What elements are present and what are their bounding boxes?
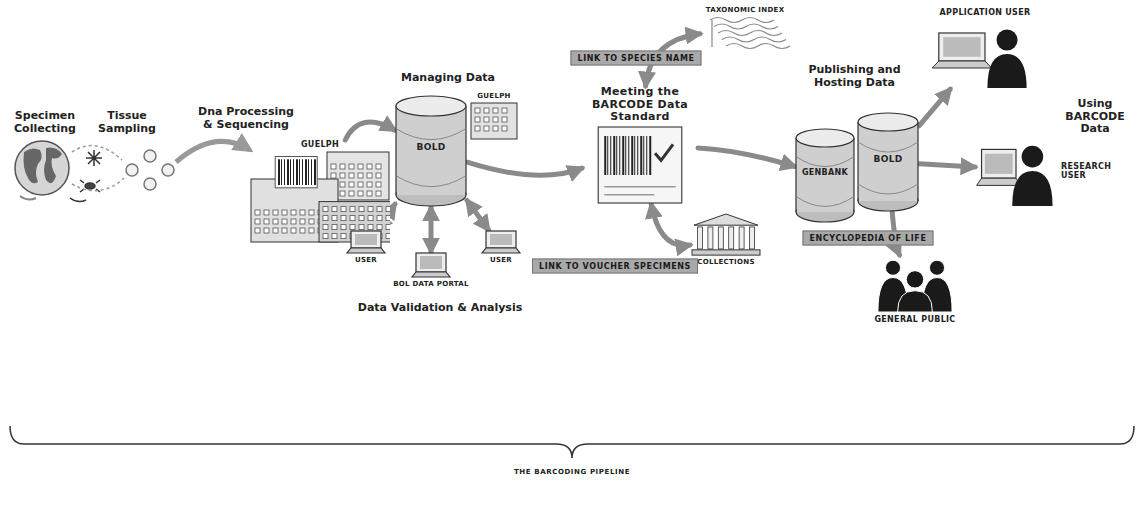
globe-icon [15,141,69,200]
node-label: BOLD [857,154,919,164]
database-cylinder: BOLD [857,112,919,212]
node-label: USER [343,256,389,264]
node-label: TAXONOMIC INDEX [700,6,790,14]
stage-heading: Publishing and Hosting Data [792,64,917,89]
lab-building: GUELPH [250,140,390,243]
flow-arrow [378,204,395,230]
flow-arrow [919,164,975,167]
node-label: GENBANK [795,168,855,177]
laptop-shape [478,230,524,254]
dashed-arrows [72,146,124,191]
flow-arrow [345,122,395,140]
collections-building: COLLECTIONS [690,212,762,266]
node-label: GUELPH [470,92,518,100]
stage-heading: Data Validation & Analysis [340,302,540,315]
link-banner: ENCYCLOPEDIA OF LIFE [803,231,934,246]
flow-arrow-static [176,141,250,162]
pipeline-bracket [10,426,1134,458]
standard-document: Meeting the BARCODE Data Standard [582,86,698,204]
museum-shape [690,212,762,256]
flow-arrow [467,200,489,230]
public-group: GENERAL PUBLIC [860,255,970,324]
tissue-samples [126,150,174,190]
database-cylinder: GENBANK [795,128,855,223]
node-label: Meeting the BARCODE Data Standard [582,86,698,124]
doc-shape [582,126,698,204]
link-banner: LINK TO VOUCHER SPECIMENS [532,259,698,274]
specimen-icons [70,150,102,202]
flow-arrow [429,207,434,252]
stage-heading: Using BARCODE Data [1052,98,1138,136]
user-laptop: USER [478,230,524,264]
node-label: APPLICATION USER [930,8,1040,17]
personLaptop-shape [930,19,1040,89]
flow-arrow [919,89,950,126]
laptop-shape [385,252,477,278]
building-shape [470,102,518,140]
node-label: RESEARCH USER [1061,162,1115,180]
flow-arrow [698,148,795,167]
flow-arrow [651,204,690,246]
research-user: RESEARCH USER [975,135,1115,207]
application-user: APPLICATION USER [930,8,1040,89]
link-banner: LINK TO SPECIES NAME [570,51,701,66]
stage-heading: Specimen Collecting [8,110,82,135]
pipeline-caption: THE BARCODING PIPELINE [0,468,1144,476]
portal-laptop: BOL DATA PORTAL [385,252,477,288]
node-label: USER [478,256,524,264]
node-label: BOL DATA PORTAL [385,280,477,288]
flow-arrow [467,162,582,175]
tree-shape [700,16,790,50]
stage-heading: Dna Processing & Sequencing [196,106,296,131]
user-laptop: USER [343,230,389,264]
node-label: GENERAL PUBLIC [860,315,970,324]
taxonomic-index: TAXONOMIC INDEX [700,6,790,50]
database-cylinder: BOLD [395,95,467,207]
node-label: GUELPH [250,140,390,149]
people-shape [860,255,970,313]
node-label: COLLECTIONS [690,258,762,266]
laptop-shape [343,230,389,254]
stage-heading: Tissue Sampling [95,110,159,135]
personLaptop-shape [975,135,1057,207]
node-label: BOLD [395,142,467,152]
stage-heading: Managing Data [398,72,498,85]
lab-building: GUELPH [470,92,518,140]
buildings-shape [250,151,390,243]
